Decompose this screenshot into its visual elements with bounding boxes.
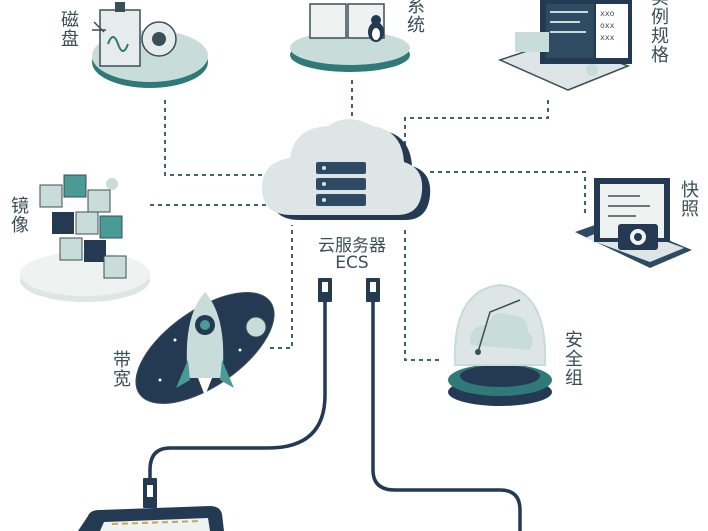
center-name-label: 云服务器 <box>318 236 386 256</box>
label-system: 系统 <box>404 0 425 34</box>
bandwidth-illustration <box>135 292 275 404</box>
label-security-group: 安全组 <box>562 330 583 387</box>
instance-spec-illustration: xxo oxx xxx <box>497 0 632 91</box>
disk-illustration <box>92 2 208 88</box>
svg-text:xxx: xxx <box>600 33 615 42</box>
label-bandwidth: 带宽 <box>110 350 131 388</box>
connector-snapshot <box>430 171 586 215</box>
svg-text:xxo: xxo <box>600 9 615 18</box>
connector-instance <box>404 100 549 148</box>
cable-plugs <box>143 278 380 508</box>
cable-left <box>148 300 327 490</box>
snapshot-illustration <box>575 178 692 268</box>
image-illustration <box>20 174 150 302</box>
cloud-server-icon <box>262 119 431 220</box>
cables <box>148 300 522 531</box>
cable-right <box>371 300 522 531</box>
label-disk: 磁盘 <box>58 10 79 48</box>
system-illustration <box>290 3 410 72</box>
center-code-label: ECS <box>335 253 369 273</box>
svg-text:oxx: oxx <box>600 21 615 30</box>
bottom-device-illustration <box>78 506 224 531</box>
label-snapshot: 快照 <box>678 180 699 218</box>
security-group-illustration <box>448 283 552 406</box>
connector-disk <box>164 100 290 176</box>
label-image: 镜像 <box>8 196 29 234</box>
connector-bandwidth <box>270 225 293 349</box>
label-instance-spec: 实例规格 <box>648 0 669 64</box>
connectors <box>150 80 586 361</box>
connector-security <box>404 230 440 361</box>
